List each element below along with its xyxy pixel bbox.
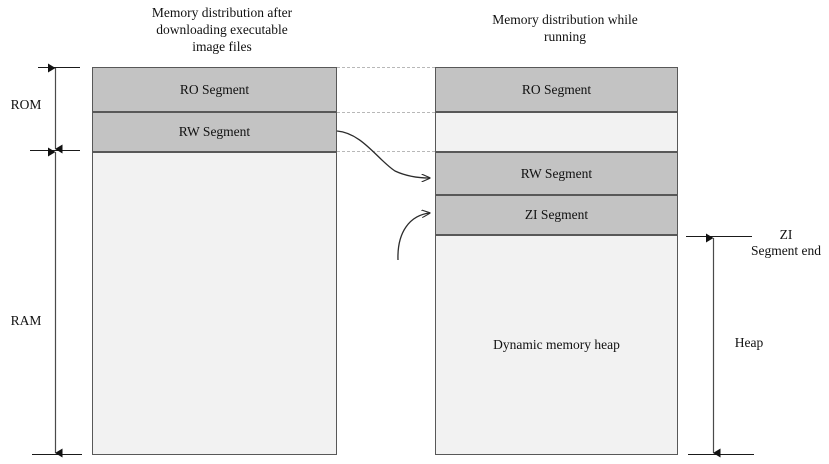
rom-ram-divider-tick (30, 150, 80, 151)
guide-line-rw-bottom (337, 151, 435, 152)
right-segment-ro: RO Segment (435, 67, 678, 112)
ram-tick-bottom (32, 454, 82, 455)
left-segment-free (92, 152, 337, 455)
right-segment-heap: Dynamic memory heap (435, 235, 678, 455)
axis-label-ram: RAM (10, 313, 42, 328)
axis-label-heap: Heap (734, 335, 764, 350)
left-column-title: Memory distribution after downloading ex… (151, 5, 293, 54)
connector-rw-to-rw (336, 130, 430, 178)
guide-line-top (337, 67, 435, 68)
right-segment-rw: RW Segment (435, 152, 678, 195)
left-segment-rw: RW Segment (92, 112, 337, 152)
right-segment-rw-label: RW Segment (520, 165, 593, 181)
right-segment-heap-label: Dynamic memory heap (493, 337, 620, 352)
right-segment-zi: ZI Segment (435, 195, 678, 235)
left-segment-rw-label: RW Segment (178, 124, 251, 139)
heap-bottom-tick (688, 454, 754, 455)
connector-to-zi (397, 213, 430, 261)
guide-line-ro-bottom (337, 112, 435, 113)
left-segment-ro-label: RO Segment (179, 81, 250, 97)
rom-tick-top (38, 67, 80, 68)
axis-label-rom: ROM (10, 97, 42, 112)
axis-label-zi-segment-end: ZI Segment end (750, 227, 822, 258)
right-segment-ro-label: RO Segment (521, 81, 592, 97)
left-segment-ro: RO Segment (92, 67, 337, 112)
right-segment-gap (435, 112, 678, 152)
right-column-title: Memory distribution while running (492, 12, 638, 44)
right-segment-zi-label: ZI Segment (524, 207, 589, 222)
